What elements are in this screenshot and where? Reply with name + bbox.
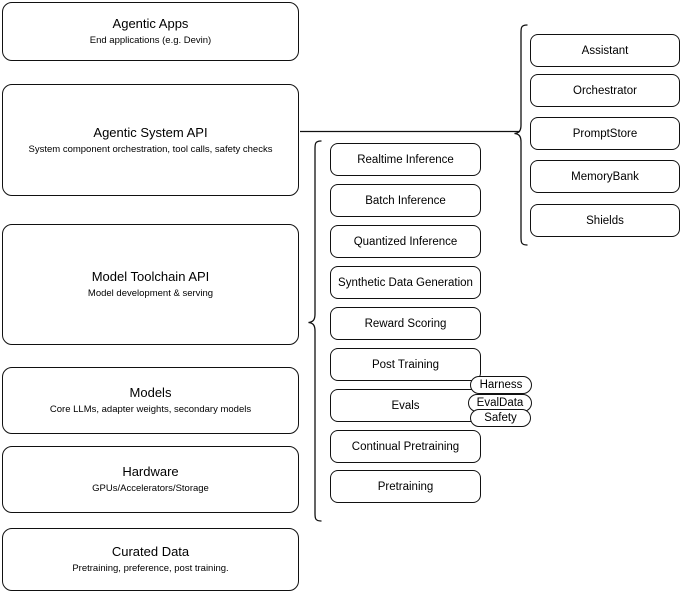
chip-label: Post Training bbox=[371, 358, 440, 371]
layer-title: Models bbox=[129, 385, 172, 400]
chip-label: Shields bbox=[586, 214, 624, 227]
brace-system-components bbox=[514, 24, 528, 246]
chip-label: PromptStore bbox=[572, 127, 638, 140]
chip-label: Assistant bbox=[581, 44, 629, 57]
layer-subtitle: GPUs/Accelerators/Storage bbox=[92, 483, 209, 494]
chip-continual-pretraining[interactable]: Continual Pretraining bbox=[330, 430, 481, 463]
layer-subtitle: End applications (e.g. Devin) bbox=[89, 35, 212, 46]
badge-label: EvalData bbox=[476, 396, 524, 409]
chip-label: Continual Pretraining bbox=[351, 440, 460, 453]
chip-shields[interactable]: Shields bbox=[530, 204, 680, 237]
badge-safety[interactable]: Safety bbox=[470, 409, 531, 427]
layer-models[interactable]: Models Core LLMs, adapter weights, secon… bbox=[2, 367, 299, 434]
layer-model-toolchain-api[interactable]: Model Toolchain API Model development & … bbox=[2, 224, 299, 345]
layer-subtitle: System component orchestration, tool cal… bbox=[28, 143, 273, 155]
chip-realtime-inference[interactable]: Realtime Inference bbox=[330, 143, 481, 176]
layer-subtitle: Model development & serving bbox=[87, 288, 214, 299]
chip-reward-scoring[interactable]: Reward Scoring bbox=[330, 307, 481, 340]
chip-batch-inference[interactable]: Batch Inference bbox=[330, 184, 481, 217]
chip-label: Batch Inference bbox=[365, 194, 446, 207]
chip-assistant[interactable]: Assistant bbox=[530, 34, 680, 67]
chip-label: Evals bbox=[391, 399, 420, 412]
layer-curated-data[interactable]: Curated Data Pretraining, preference, po… bbox=[2, 528, 299, 591]
chip-post-training[interactable]: Post Training bbox=[330, 348, 481, 381]
badge-label: Harness bbox=[479, 378, 523, 391]
layer-agentic-apps[interactable]: Agentic Apps End applications (e.g. Devi… bbox=[2, 2, 299, 61]
chip-orchestrator[interactable]: Orchestrator bbox=[530, 74, 680, 107]
layer-agentic-system-api[interactable]: Agentic System API System component orch… bbox=[2, 84, 299, 196]
chip-label: Quantized Inference bbox=[353, 235, 458, 248]
layer-subtitle: Core LLMs, adapter weights, secondary mo… bbox=[49, 404, 252, 415]
layer-title: Model Toolchain API bbox=[91, 269, 210, 284]
badge-label: Safety bbox=[484, 411, 517, 424]
connector-system-api-to-components bbox=[300, 130, 520, 133]
chip-memorybank[interactable]: MemoryBank bbox=[530, 160, 680, 193]
chip-pretraining[interactable]: Pretraining bbox=[330, 470, 481, 503]
layer-title: Hardware bbox=[122, 464, 179, 479]
chip-synthetic-data-generation[interactable]: Synthetic Data Generation bbox=[330, 266, 481, 299]
layer-subtitle: Pretraining, preference, post training. bbox=[72, 563, 229, 574]
chip-label: Orchestrator bbox=[573, 84, 637, 97]
badge-harness[interactable]: Harness bbox=[470, 376, 532, 394]
chip-label: Reward Scoring bbox=[364, 317, 447, 330]
chip-evals[interactable]: Evals bbox=[330, 389, 481, 422]
layer-title: Agentic Apps bbox=[112, 16, 189, 31]
chip-label: MemoryBank bbox=[571, 170, 639, 183]
layer-title: Curated Data bbox=[111, 544, 190, 559]
layer-hardware[interactable]: Hardware GPUs/Accelerators/Storage bbox=[2, 446, 299, 513]
chip-promptstore[interactable]: PromptStore bbox=[530, 117, 680, 150]
brace-toolchain-capabilities bbox=[308, 140, 322, 522]
chip-quantized-inference[interactable]: Quantized Inference bbox=[330, 225, 481, 258]
chip-label: Realtime Inference bbox=[357, 153, 454, 166]
layer-title: Agentic System API bbox=[93, 124, 208, 140]
chip-label: Synthetic Data Generation bbox=[338, 276, 473, 289]
chip-label: Pretraining bbox=[377, 480, 434, 493]
